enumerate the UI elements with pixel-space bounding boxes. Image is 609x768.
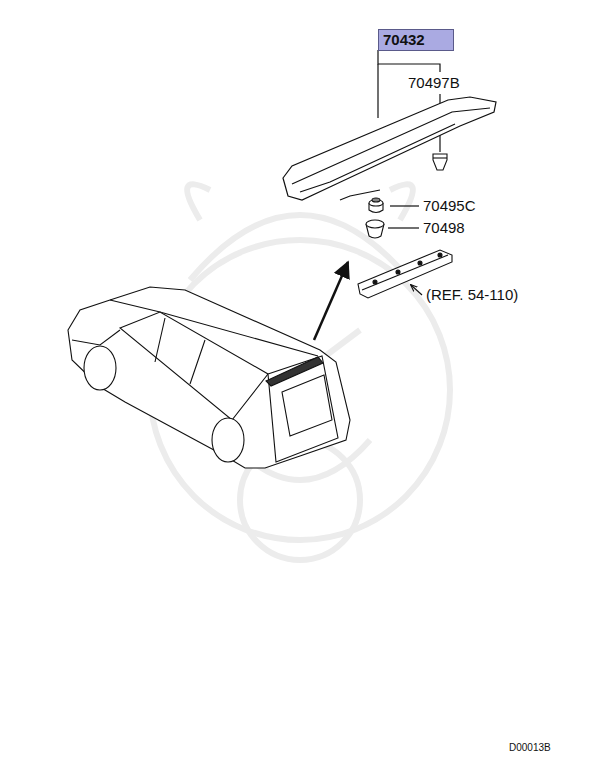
reference-note: (REF. 54-110) bbox=[426, 286, 518, 304]
part-number-box: 70432 bbox=[378, 29, 454, 51]
callout-number: 70495C bbox=[423, 197, 476, 215]
pointer-arrow bbox=[314, 262, 348, 340]
nut bbox=[366, 220, 384, 238]
car bbox=[68, 287, 350, 468]
callout-number: 70497B bbox=[408, 74, 460, 92]
drawing-code: D00013B bbox=[509, 739, 551, 757]
clip bbox=[433, 154, 447, 170]
spoiler bbox=[283, 97, 496, 200]
part-number: 70432 bbox=[383, 31, 449, 49]
callout-number: 70498 bbox=[423, 219, 465, 237]
grommet bbox=[369, 198, 383, 213]
